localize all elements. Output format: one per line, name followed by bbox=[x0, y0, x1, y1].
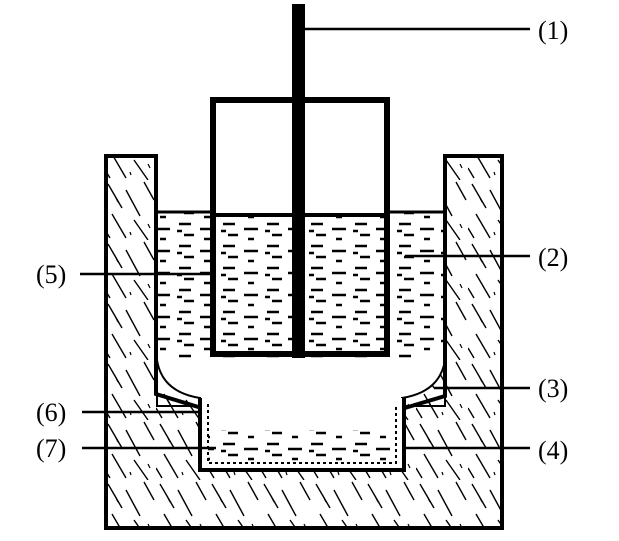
label-7: (7) bbox=[36, 434, 66, 463]
label-2: (2) bbox=[538, 243, 568, 272]
leader-lines bbox=[80, 27, 530, 450]
label-5: (5) bbox=[36, 260, 66, 289]
metal-pool bbox=[198, 398, 406, 472]
conductor-rod bbox=[292, 4, 305, 358]
label-4: (4) bbox=[538, 436, 568, 465]
label-6: (6) bbox=[36, 398, 66, 427]
label-1: (1) bbox=[538, 16, 568, 45]
label-3: (3) bbox=[538, 374, 568, 403]
